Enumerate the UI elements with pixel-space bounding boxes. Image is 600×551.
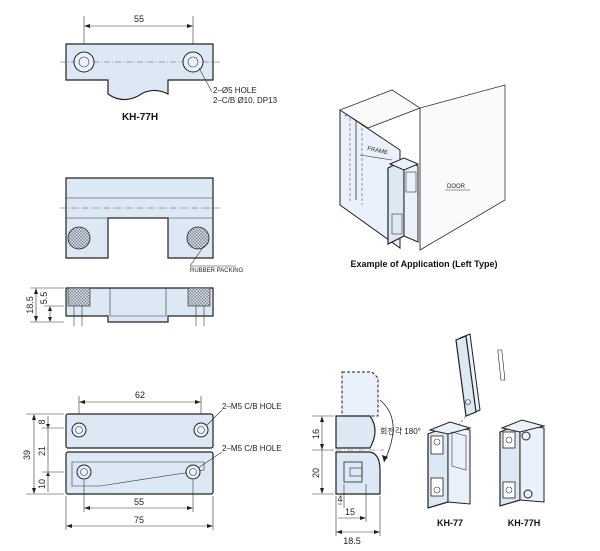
rot-dim-15: 15 [345,507,355,517]
top-hole-right [182,51,204,73]
kh77h-caption: KH-77H [508,518,541,528]
top-body [65,43,214,101]
top-note-hole: 2–Ø5 HOLE [213,86,257,95]
front-dim-39: 39 [22,450,32,460]
app-caption: Example of Application (Left Type) [350,259,497,269]
rot-angle-label: 회전각 180° [380,426,421,436]
rot-body-upper [335,415,376,449]
rot-dim-4: 4 [337,494,342,504]
rotation-view: 회전각 180° 16 20 4 15 18.5 [311,371,421,546]
mid-note-packing: RUBBER PACKING [190,268,244,274]
top-caption: KH-77H [122,112,158,123]
rot-dim-185: 18.5 [343,536,361,546]
product-isometrics: KH-77 KH-77H [427,333,546,528]
front-dim-21: 21 [37,446,47,456]
rot-body-lower [335,451,381,495]
front-note-upper: 2–M5 C/B HOLE [222,402,282,411]
side-dim-total: 18.5 [25,296,35,314]
front-dim-10: 10 [37,479,47,489]
front-dim-75: 75 [134,515,144,525]
front-note-lower: 2–M5 C/B HOLE [222,444,282,453]
mid-packing-right [186,226,210,250]
top-view: 55 2–Ø5 HOLE 2–C/B Ø10, DP13 KH-77H [60,14,278,123]
top-hole-left [73,51,95,73]
application-view: FRAME DOOR Example of Application (Left … [339,84,506,269]
kh77-caption: KH-77 [437,518,463,528]
front-dim-55: 55 [134,497,144,507]
front-view: 62 2–M5 C/B HOLE 2–M5 C/B HOLE 39 8 21 [22,390,282,530]
side-view: 18.5 5.5 [25,287,214,326]
side-body [65,287,214,323]
app-label-frame: FRAME [367,146,389,156]
app-label-door: DOOR [447,184,466,190]
top-note-cb: 2–C/B Ø10, DP13 [213,96,278,105]
middle-view: RUBBER PACKING [60,177,244,274]
rot-dim-20: 20 [311,468,321,478]
front-dim-62: 62 [135,390,145,400]
top-dim-55: 55 [134,14,144,24]
rot-dim-16: 16 [311,429,321,439]
front-upper-block [65,413,214,449]
front-dim-8: 8 [37,419,47,424]
side-dim-lower: 5.5 [39,292,49,305]
front-lower-block [65,451,214,495]
mid-packing-left [67,226,91,250]
app-hinge [387,159,405,245]
